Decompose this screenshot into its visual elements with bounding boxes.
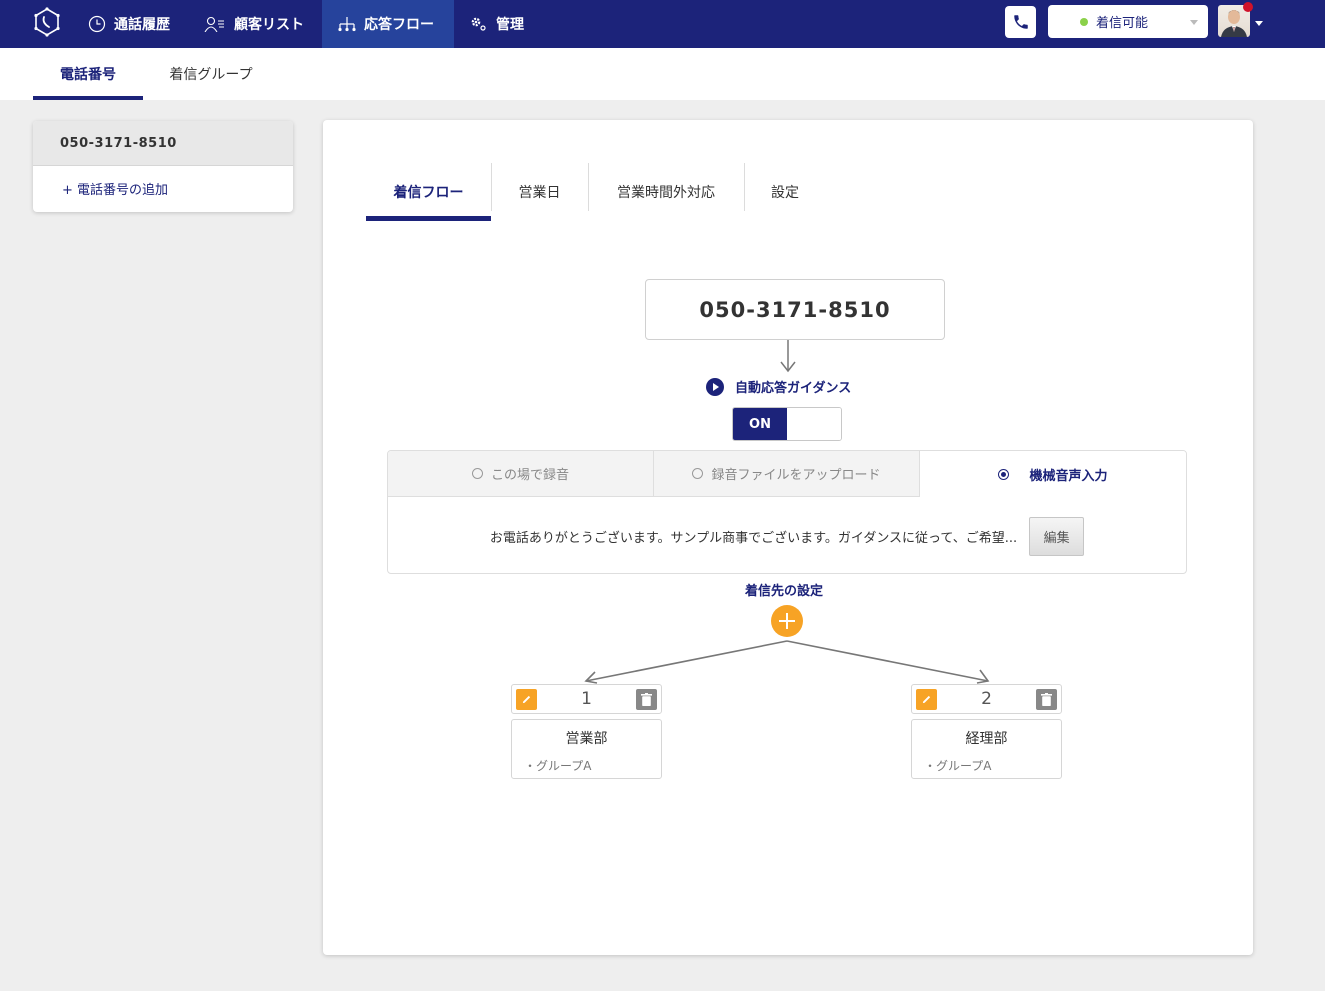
nav-admin[interactable]: 管理	[454, 0, 540, 48]
flow-tabs: 着信フロー 営業日 営業時間外対応 設定	[366, 163, 826, 221]
play-icon[interactable]	[706, 377, 724, 396]
user-photo-icon	[1221, 10, 1247, 37]
option-text-to-speech-label: 機械音声入力	[1029, 468, 1108, 484]
flow-editor-card: 着信フロー 営業日 営業時間外対応 設定 050-3171-8510 自動応答ガ…	[323, 120, 1253, 955]
destination-card-1[interactable]: 営業部 ・グループA	[511, 719, 662, 779]
customer-list-icon	[204, 16, 224, 32]
add-destination-button[interactable]	[771, 605, 803, 637]
trash-icon[interactable]	[635, 688, 657, 710]
status-online-dot-icon	[1080, 17, 1088, 26]
destination-settings-heading: 着信先の設定	[745, 584, 824, 599]
add-phone-number-link[interactable]: + 電話番号の追加	[62, 183, 169, 198]
edit-guidance-button[interactable]: 編集	[1029, 516, 1085, 556]
pencil-icon[interactable]	[916, 688, 937, 710]
option-record-here[interactable]: この場で録音	[388, 451, 654, 497]
destination-name: 営業部	[565, 731, 608, 747]
destination-group: ・グループA	[924, 759, 992, 773]
phone-number-list: 050-3171-8510 + 電話番号の追加	[33, 121, 293, 212]
status-label: 着信可能	[1096, 16, 1149, 31]
option-record-here-label: この場で録音	[490, 468, 569, 483]
tab-incoming-groups[interactable]: 着信グループ	[169, 67, 253, 83]
pencil-icon[interactable]	[516, 688, 537, 710]
option-upload-file[interactable]: 録音ファイルをアップロード	[654, 451, 920, 497]
guidance-audio-panel: この場で録音 録音ファイルをアップロード 機械音声入力 お電話ありがとうございま…	[387, 450, 1187, 574]
destination-name: 経理部	[965, 731, 1008, 747]
chevron-down-icon	[1190, 20, 1198, 25]
nav-response-flow[interactable]: 応答フロー	[322, 0, 454, 48]
hex-phone-logo-icon[interactable]	[30, 5, 64, 39]
tab-incoming-flow[interactable]: 着信フロー	[366, 163, 491, 221]
nav-admin-label: 管理	[496, 17, 524, 33]
guidance-toggle[interactable]: ON	[732, 407, 842, 441]
tab-business-days[interactable]: 営業日	[491, 163, 588, 221]
toggle-off-area	[787, 408, 841, 440]
tab-settings[interactable]: 設定	[744, 163, 826, 221]
tab-after-hours[interactable]: 営業時間外対応	[588, 163, 744, 221]
guidance-text: お電話ありがとうございます。サンプル商事でございます。ガイダンスに従って、ご希望…	[489, 530, 1018, 546]
user-menu-chevron-icon[interactable]	[1255, 21, 1263, 26]
destination-header-1: 1	[511, 684, 662, 714]
destination-header-2: 2	[911, 684, 1062, 714]
destination-card-2[interactable]: 経理部 ・グループA	[911, 719, 1062, 779]
top-navbar: 通話履歴 顧客リスト 応答フロー 管理 着信可能	[0, 0, 1325, 48]
flow-connector-lines	[584, 340, 990, 684]
phone-icon	[1013, 15, 1028, 29]
option-upload-file-label: 録音ファイルをアップロード	[711, 468, 881, 483]
nav-call-history[interactable]: 通話履歴	[72, 0, 186, 48]
auto-guidance-heading: 自動応答ガイダンス	[706, 377, 851, 396]
sub-tab-bar: 電話番号 着信グループ	[0, 48, 1325, 100]
nav-customer-list[interactable]: 顧客リスト	[188, 0, 320, 48]
gear-icon	[471, 17, 486, 31]
radio-checked-icon	[998, 468, 1010, 480]
auto-guidance-label: 自動応答ガイダンス	[735, 381, 852, 396]
radio-icon	[692, 468, 704, 479]
destination-group: ・グループA	[524, 759, 592, 773]
availability-status-select[interactable]: 着信可能	[1048, 5, 1208, 38]
destination-order: 1	[581, 689, 592, 709]
option-text-to-speech[interactable]: 機械音声入力	[920, 451, 1186, 497]
destination-order: 2	[981, 689, 992, 709]
flow-tree-icon	[338, 17, 356, 32]
nav-customer-list-label: 顧客リスト	[234, 17, 304, 33]
flow-phone-number: 050-3171-8510	[645, 279, 945, 340]
guidance-text-row: お電話ありがとうございます。サンプル商事でございます。ガイダンスに従って、ご希望…	[388, 497, 1186, 573]
nav-call-history-label: 通話履歴	[114, 17, 170, 33]
radio-icon	[471, 468, 483, 479]
clock-icon	[88, 15, 106, 33]
nav-response-flow-label: 応答フロー	[364, 17, 434, 33]
trash-icon[interactable]	[1035, 688, 1057, 710]
audio-source-options: この場で録音 録音ファイルをアップロード 機械音声入力	[388, 451, 1186, 497]
phone-button[interactable]	[1005, 6, 1036, 38]
user-avatar[interactable]	[1218, 5, 1250, 37]
notification-badge	[1243, 2, 1253, 12]
toggle-on-label: ON	[733, 408, 787, 440]
phone-number-item[interactable]: 050-3171-8510	[33, 121, 293, 166]
tab-phone-numbers[interactable]: 電話番号	[33, 48, 143, 100]
